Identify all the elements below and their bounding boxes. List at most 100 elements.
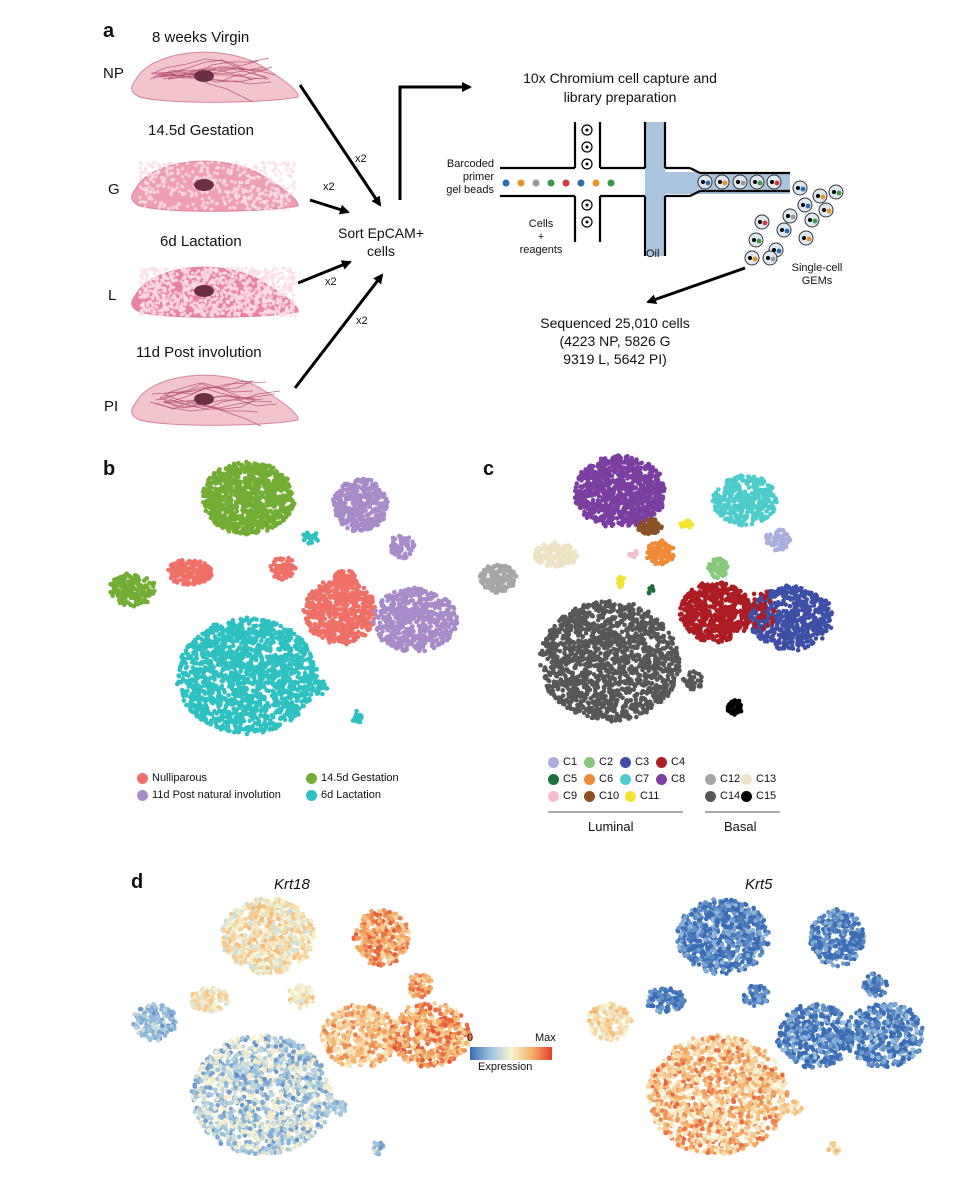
arrow-to-capture: [398, 82, 472, 200]
cells-label-line1: Cells: [528, 218, 554, 230]
legend-item-c5: C5: [548, 773, 577, 785]
stage-code: NP: [103, 65, 124, 82]
legend-dot: [584, 773, 595, 785]
legend-item-c2: C2: [584, 756, 613, 768]
legend-dot: [705, 773, 716, 785]
colorbar-max-label: Max: [535, 1032, 556, 1044]
gems-label: Single-cell GEMs: [787, 262, 847, 288]
legend-dot: [137, 789, 148, 801]
legend-label: C4: [671, 756, 686, 768]
tsne-plot-c: [477, 453, 834, 724]
mammary-gland-l: [131, 266, 299, 318]
legend-dot: [656, 773, 667, 785]
stage-title: 14.5d Gestation: [148, 122, 254, 139]
stage-code: G: [108, 181, 120, 198]
legend-item-c3: C3: [620, 756, 649, 768]
gems-label-line1: Single-cell: [791, 262, 843, 274]
legend-item-c4: C4: [656, 756, 685, 768]
arrow-l: [297, 260, 352, 285]
mammary-glands: [131, 51, 299, 427]
legend-label: C12: [720, 773, 741, 785]
legend-dot: [548, 790, 559, 802]
gene-title-krt5: Krt5: [745, 876, 773, 893]
gel-bead: [547, 179, 555, 187]
legend-dot: [548, 773, 559, 785]
expression-plot-krt5: [586, 897, 925, 1157]
sequenced-line3: 9319 L, 5642 PI): [563, 351, 667, 367]
sequenced-line2: (4223 NP, 5826 G: [559, 333, 671, 349]
arrow-to-sequencing: [646, 266, 746, 305]
legend-dot: [741, 790, 752, 802]
legend-item-c8: C8: [656, 773, 685, 785]
legend-label: C9: [563, 790, 578, 802]
mammary-gland-pi: [131, 374, 299, 427]
legend-item-nulliparous: Nulliparous: [137, 772, 207, 784]
legend-item-c6: C6: [584, 773, 613, 785]
beads-label-line2: primer: [462, 171, 494, 183]
legend-dot: [741, 773, 752, 785]
legend-item-c12: C12: [705, 773, 740, 785]
legend-label: 14.5d Gestation: [321, 772, 399, 784]
basal-group-label: Basal: [724, 819, 757, 834]
beads-label: Barcoded primer gel beads: [440, 158, 494, 197]
legend-item-c7: C7: [620, 773, 649, 785]
workflow-arrows: [293, 82, 746, 389]
legend-label: C7: [635, 773, 650, 785]
gel-bead: [607, 179, 615, 187]
legend-label: Nulliparous: [152, 772, 208, 784]
arrow-g: [309, 198, 350, 215]
arrow-np: [298, 84, 382, 207]
capture-title: 10x Chromium cell capture and library pr…: [490, 69, 750, 107]
legend-dot: [137, 772, 148, 784]
legend-item-c9: C9: [548, 790, 577, 802]
sort-label: Sort EpCAM+ cells: [326, 224, 436, 260]
sort-label-line1: Sort EpCAM+: [338, 225, 424, 241]
stage-title: 11d Post involution: [136, 344, 262, 361]
gel-bead: [502, 179, 510, 187]
expression-colorbar: [470, 1047, 552, 1060]
colorbar-min-label: 0: [467, 1032, 474, 1044]
legend-label: C3: [635, 756, 650, 768]
legend-label: C6: [599, 773, 614, 785]
legend-item-post-involution: 11d Post natural involution: [137, 789, 281, 801]
legend-item-c15: C15: [741, 790, 776, 802]
sequenced-line1: Sequenced 25,010 cells: [540, 315, 690, 331]
legend-label: 11d Post natural involution: [152, 789, 281, 801]
legend-dot: [620, 756, 631, 768]
sort-label-line2: cells: [366, 243, 395, 259]
gel-bead: [592, 179, 600, 187]
legend-item-lactation: 6d Lactation: [306, 789, 381, 801]
legend-label: C8: [671, 773, 686, 785]
lymph-node: [194, 285, 214, 297]
legend-label: C14: [720, 790, 741, 802]
stage-title: 6d Lactation: [160, 233, 242, 250]
legend-dot: [306, 772, 317, 784]
colorbar-title: Expression: [478, 1061, 533, 1073]
panel-label-d: d: [131, 871, 144, 893]
replicate-label: x2: [323, 181, 335, 193]
mammary-gland-g: [131, 160, 299, 212]
gel-bead: [532, 179, 540, 187]
sequenced-summary: Sequenced 25,010 cells (4223 NP, 5826 G …: [520, 314, 710, 368]
luminal-group-label: Luminal: [588, 819, 634, 834]
capture-title-line1: 10x Chromium cell capture and: [523, 70, 717, 86]
panel-label-c: c: [483, 458, 495, 480]
gland-outline: [131, 374, 299, 426]
legend-label: C11: [640, 790, 660, 802]
legend-dot: [584, 756, 595, 768]
legend-label: C5: [563, 773, 578, 785]
legend-dot: [548, 756, 559, 768]
legend-dot: [620, 773, 631, 785]
cells-label-line2: +: [537, 231, 545, 243]
cells-label-line3: reagents: [519, 244, 563, 256]
lymph-node: [194, 70, 214, 82]
legend-item-gestation: 14.5d Gestation: [306, 772, 399, 784]
legend-label: C15: [756, 790, 777, 802]
arrow-pi: [293, 273, 384, 389]
gel-bead: [517, 179, 525, 187]
beads-label-line3: gel beads: [446, 184, 494, 196]
gland-outline: [131, 51, 299, 103]
legend-item-c11: C11: [625, 790, 659, 802]
